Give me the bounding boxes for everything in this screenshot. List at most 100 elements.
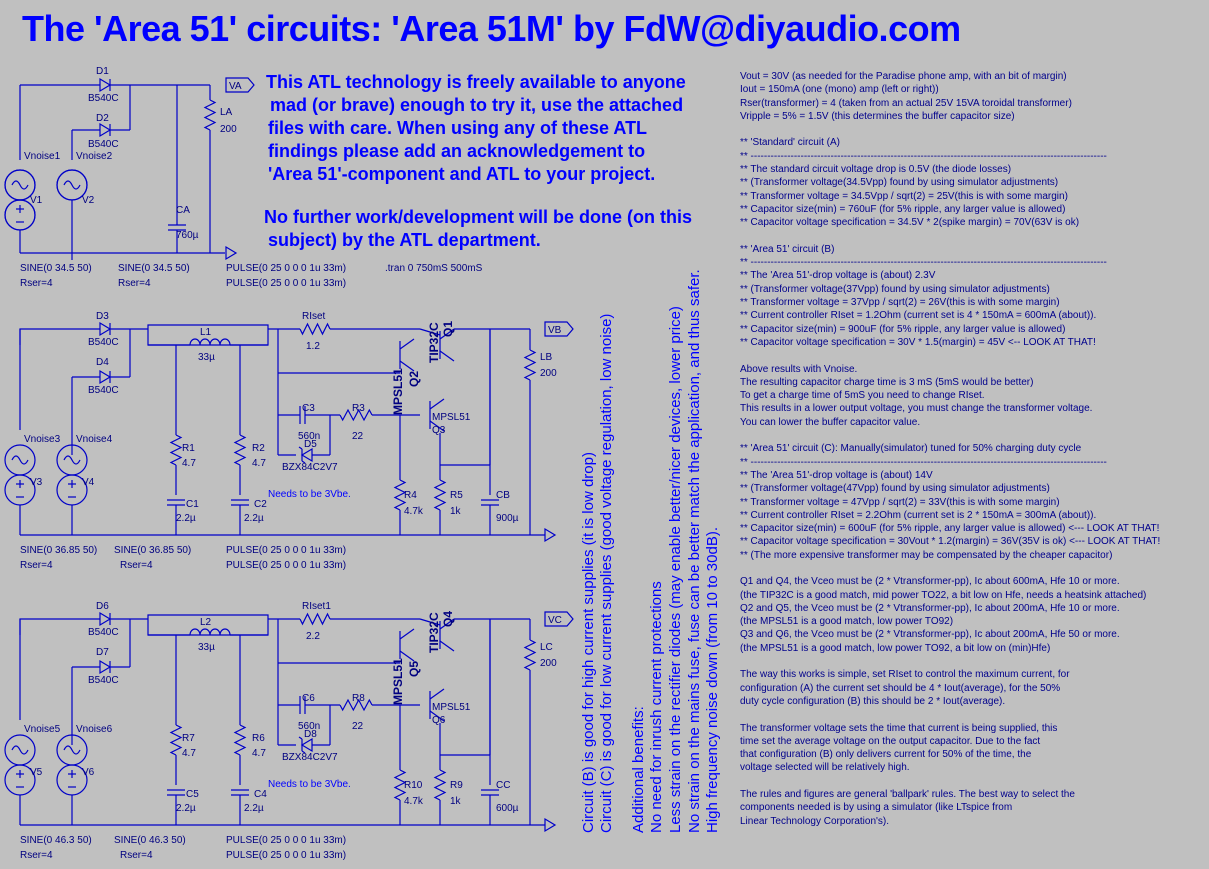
label: R10 xyxy=(404,780,423,791)
note-line: ** Capacitor size(min) = 760uF (for 5% r… xyxy=(740,203,1066,215)
license-text: This ATL technology is freely available … xyxy=(266,72,686,184)
diode xyxy=(300,447,313,463)
label: BZX84C2V7 xyxy=(282,752,338,763)
transistor xyxy=(429,710,445,722)
label: V1 xyxy=(30,195,43,206)
note-line: Q2 and Q5, the Vceo must be (2 * Vtransf… xyxy=(740,602,1120,614)
label: C1 xyxy=(186,499,199,510)
net-flag xyxy=(225,77,255,93)
label: 2.2µ xyxy=(176,803,196,814)
transistor xyxy=(399,338,415,350)
label: SINE(0 34.5 50) xyxy=(20,263,92,274)
transistor-label: TIP32C xyxy=(427,322,441,363)
diode xyxy=(298,446,303,450)
label: V5 xyxy=(30,767,43,778)
net-flag xyxy=(544,611,574,627)
label: MPSL51 xyxy=(432,702,471,713)
label: 33µ xyxy=(198,352,215,363)
label: V2 xyxy=(82,195,95,206)
label: D7 xyxy=(96,647,109,658)
label: SINE(0 36.85 50) xyxy=(20,545,97,556)
note-line: ** The standard circuit voltage drop is … xyxy=(740,164,1012,176)
label: 4.7k xyxy=(404,506,424,517)
label: 22 xyxy=(352,431,364,442)
note-line: ** (Transformer voltage(34.5Vpp) found b… xyxy=(740,177,1059,189)
label: R1 xyxy=(182,443,195,454)
label: LB xyxy=(540,352,553,363)
resistor xyxy=(433,769,447,801)
note-line: ** -------------------------------------… xyxy=(740,257,1107,269)
resistor xyxy=(299,322,331,336)
note-line: voltage selected will be relatively high… xyxy=(740,762,910,774)
label: 560n xyxy=(298,721,320,732)
label: B540C xyxy=(88,627,119,638)
note-line: ** Transformer voltage = 47Vpp / sqrt(2)… xyxy=(740,496,1060,508)
label: 1.2 xyxy=(306,341,320,352)
resistor xyxy=(393,479,407,511)
label: 560n xyxy=(298,431,320,442)
diode xyxy=(99,321,112,337)
note-line: ** Current controller RIset = 1.2Ohm (cu… xyxy=(740,310,1097,322)
label: 1k xyxy=(450,506,462,517)
note-line: ** The 'Area 51'-drop voltage is (about)… xyxy=(740,469,933,481)
net-label: VA xyxy=(229,81,242,92)
label: Vnoise1 xyxy=(24,151,61,162)
label: Rser=4 xyxy=(118,278,151,289)
label: SINE(0 46.3 50) xyxy=(20,835,92,846)
label: CA xyxy=(176,205,190,216)
note-line: (the TIP32C is a good match, mid power T… xyxy=(740,589,1147,601)
note-line: ** The 'Area 51'-drop voltage is (about)… xyxy=(740,270,936,282)
diode xyxy=(99,611,112,627)
label: 200 xyxy=(540,368,557,379)
label: C4 xyxy=(254,789,267,800)
label: R5 xyxy=(450,490,463,501)
note-line: You can lower the buffer capacitor value… xyxy=(740,416,921,428)
label: BZX84C2V7 xyxy=(282,462,338,473)
label: C6 xyxy=(302,693,315,704)
net-label: VC xyxy=(548,615,562,626)
diode xyxy=(301,460,306,464)
label: Rser=4 xyxy=(20,278,53,289)
label: 2.2 xyxy=(306,631,320,642)
label: R3 xyxy=(352,403,365,414)
label: 2.2µ xyxy=(244,803,264,814)
ground xyxy=(544,527,557,543)
label: D3 xyxy=(96,311,109,322)
wire xyxy=(419,618,441,626)
resistor xyxy=(299,612,331,626)
note-line: time set the average voltage on the outp… xyxy=(740,735,1041,747)
resistor xyxy=(233,434,247,466)
note-line: ** (The more expensive transformer may b… xyxy=(740,549,1113,561)
voltage-source xyxy=(63,745,81,755)
label: 33µ xyxy=(198,642,215,653)
label: R4 xyxy=(404,490,417,501)
label: SINE(0 34.5 50) xyxy=(118,263,190,274)
transistor xyxy=(439,350,455,362)
label: B540C xyxy=(88,675,119,686)
note-line: ** Capacitor voltage specification = 30V… xyxy=(740,536,1161,548)
note-line: ** -------------------------------------… xyxy=(740,456,1107,468)
note-line: Rser(transformer) = 4 (taken from an act… xyxy=(740,97,1072,109)
note-line: ** Capacitor size(min) = 900uF (for 5% r… xyxy=(740,323,1066,335)
label: R7 xyxy=(182,733,195,744)
diode xyxy=(301,750,306,754)
note-line: components needed is by using a simulato… xyxy=(740,802,1013,814)
transistor xyxy=(429,398,445,410)
design-notes: Vout = 30V (as needed for the Paradise p… xyxy=(740,70,1206,828)
note-line: (the MPSL51 is a good match, low power T… xyxy=(740,616,954,628)
resistor xyxy=(433,479,447,511)
label: 200 xyxy=(540,658,557,669)
note-line: Q1 and Q4, the Vceo must be (2 * Vtransf… xyxy=(740,576,1120,588)
label: B540C xyxy=(88,337,119,348)
label: RIset1 xyxy=(302,601,331,612)
transistor-label: MPSL51 xyxy=(391,658,405,705)
label: Vnoise4 xyxy=(76,434,113,445)
ground xyxy=(544,817,557,833)
label: 760µ xyxy=(176,230,199,241)
label: Vnoise2 xyxy=(76,151,113,162)
note-line: Vout = 30V (as needed for the Paradise p… xyxy=(740,71,1067,82)
inductor xyxy=(189,338,231,346)
label: .tran 0 750mS 500mS xyxy=(385,263,483,274)
note-line: ** (Transformer voltage(47Vpp) found by … xyxy=(740,483,1050,495)
label: 4.7k xyxy=(404,796,424,807)
